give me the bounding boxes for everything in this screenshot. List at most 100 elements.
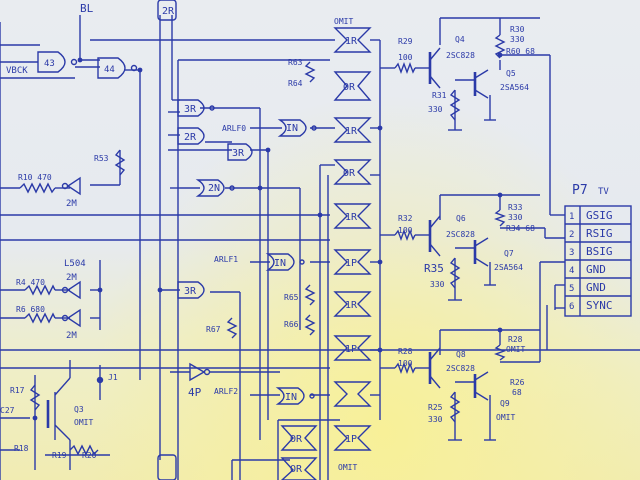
label-q3: Q3 (74, 405, 84, 414)
label-r65: R65 (284, 293, 299, 302)
label-r26-val: 68 (512, 388, 522, 397)
label-arlf1: ARLF1 (214, 255, 238, 264)
label-arlf0: ARLF0 (222, 124, 246, 133)
label-r10: R10 470 (18, 173, 52, 182)
omit-bottom: OMIT (338, 463, 357, 472)
buffer-9: OR (290, 434, 303, 445)
label-q8: Q8 (456, 350, 466, 359)
connector-subtitle: TV (598, 187, 609, 197)
pin-4-label: GND (586, 263, 606, 276)
label-r28b-type: OMIT (506, 345, 525, 354)
buffer-2: OR (343, 82, 356, 93)
buffer-1: 1R (345, 36, 358, 47)
buffer-10: 1P (345, 434, 357, 445)
buffer-11: OR (290, 464, 303, 475)
label-r29-val: 100 (398, 53, 413, 62)
label-q5-type: 2SA564 (500, 83, 529, 92)
label-arlf2: ARLF2 (214, 387, 238, 396)
inverter-4p: 4P (188, 386, 202, 399)
label-r33-val: 330 (508, 213, 523, 222)
label-q4: Q4 (455, 35, 465, 44)
label-r64: R64 (288, 79, 303, 88)
inverter-2m-c: 2M (66, 331, 77, 341)
buffer-8: 1P (345, 344, 357, 355)
label-r30-val: 330 (510, 35, 525, 44)
label-r25: R25 (428, 403, 443, 412)
chip-2r-top: 2R (162, 6, 175, 17)
buffer-5: 1R (345, 212, 358, 223)
label-r20: R20 (82, 451, 97, 460)
gate-in-3: IN (285, 392, 297, 403)
label-c27: C27 (0, 406, 15, 415)
inverter-2m-b: 2M (66, 273, 77, 283)
connector-title: P7 (572, 183, 588, 198)
label-r33: R33 (508, 203, 523, 212)
label-q4-type: 2SC828 (446, 51, 475, 60)
label-q5: Q5 (506, 69, 516, 78)
pin-1-label: GSIG (586, 209, 613, 222)
label-r25-val: 330 (428, 415, 443, 424)
label-r30: R30 (510, 25, 525, 34)
pin-5-label: GND (586, 281, 606, 294)
label-q6: Q6 (456, 214, 466, 223)
pin-6-label: SYNC (586, 299, 613, 312)
label-r17: R17 (10, 386, 25, 395)
gate-3r-b: 3R (232, 148, 245, 159)
connector-p7 (564, 205, 632, 317)
text-labels: BL 2R 43 44 VBCK 3R 2R 3R 2N 3R IN IN IN… (0, 2, 613, 475)
label-q9: Q9 (500, 399, 510, 408)
label-r35-val: 330 (430, 280, 445, 289)
label-r4: R4 470 (16, 278, 45, 287)
inverter-2m-a: 2M (66, 199, 77, 209)
label-r19: R19 (52, 451, 67, 460)
buffer-6: 1P (345, 258, 357, 269)
label-q3-type: OMIT (74, 418, 93, 427)
label-q7-type: 2SA564 (494, 263, 523, 272)
label-r28b: R28 (508, 335, 523, 344)
buffer-4: OR (343, 168, 356, 179)
label-r53: R53 (94, 154, 109, 163)
label-r32-val: 100 (398, 226, 413, 235)
buffer-3: 1R (345, 126, 358, 137)
gate-in-2: IN (274, 258, 286, 269)
label-r31: R31 (432, 91, 447, 100)
pin-3-num: 3 (569, 248, 574, 258)
pin-1-num: 1 (569, 212, 574, 222)
label-r6: R6 680 (16, 305, 45, 314)
label-q7: Q7 (504, 249, 514, 258)
gate-3r-a: 3R (184, 104, 197, 115)
vbck-label: VBCK (6, 66, 28, 76)
label-q6-type: 2SC828 (446, 230, 475, 239)
label-r60: R60 68 (506, 47, 535, 56)
gate-43-label: 43 (44, 59, 55, 69)
label-l504: L504 (64, 259, 86, 269)
pin-2-label: RSIG (586, 227, 613, 240)
junction-dots (32, 52, 503, 421)
pin-4-num: 4 (569, 266, 574, 276)
label-r26: R26 (510, 378, 525, 387)
gate-44-label: 44 (104, 65, 115, 75)
label-r31-val: 330 (428, 105, 443, 114)
label-r28-val: 100 (398, 359, 413, 368)
label-r67: R67 (206, 325, 221, 334)
omit-top: OMIT (334, 17, 353, 26)
label-r66: R66 (284, 320, 299, 329)
logic-gates (37, 0, 317, 480)
label-j1: J1 (108, 373, 118, 382)
label-r63: R63 (288, 58, 303, 67)
gate-2n: 2N (208, 183, 220, 194)
label-q8-type: 2SC828 (446, 364, 475, 373)
pin-5-num: 5 (569, 284, 574, 294)
label-r35: R35 (424, 262, 444, 275)
label-r34: R34 68 (506, 224, 535, 233)
gate-2r: 2R (184, 132, 197, 143)
pin-2-num: 2 (569, 230, 574, 240)
wire-network-right (439, 17, 565, 441)
label-r29: R29 (398, 37, 413, 46)
label-r28: R28 (398, 347, 413, 356)
node-bl: BL (80, 2, 94, 15)
label-r32: R32 (398, 214, 413, 223)
gate-3r-c: 3R (184, 286, 197, 297)
